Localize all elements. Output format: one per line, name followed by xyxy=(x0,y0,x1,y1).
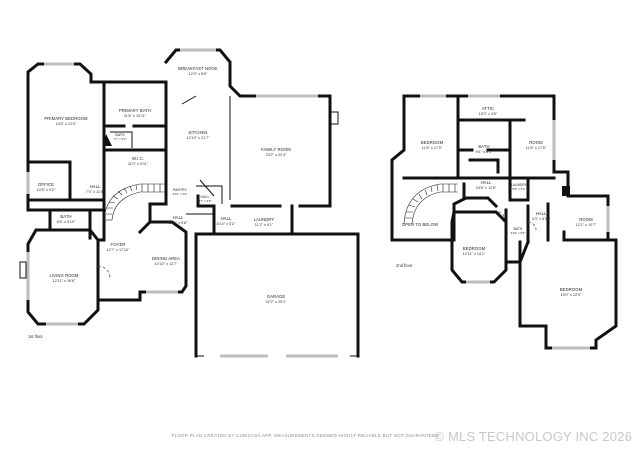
disclaimer: FLOOR PLAN CREATED BY CUBICASA APP. MEAS… xyxy=(172,433,441,438)
room-name: OFFICE xyxy=(38,182,54,187)
room-dims: 12'11" x 14'1" xyxy=(463,252,486,256)
room-dims: 11'8" x 10'11" xyxy=(124,114,147,118)
room-dims: 3'3" x 8'11" xyxy=(532,217,551,221)
room-name: HALL xyxy=(201,195,210,199)
room-name: GARAGE xyxy=(267,294,286,299)
room-name: FOYER xyxy=(111,242,126,247)
room-name: BATH xyxy=(514,227,523,231)
room-name: HALL xyxy=(536,211,547,216)
room-dims: 15'0" x 4'5" xyxy=(479,112,498,116)
room-name: ATTIC xyxy=(482,106,494,111)
room-name: ROOM xyxy=(529,140,543,145)
family-divider xyxy=(229,96,339,200)
bath-fixture xyxy=(104,134,112,146)
fireplace xyxy=(19,261,27,279)
foyer-door-swing xyxy=(97,265,111,279)
wall-bedroom-b xyxy=(450,210,508,284)
room-dims: 5'8" x 5'4" xyxy=(512,187,525,191)
watermark: © MLS TECHNOLOGY INC 2026 xyxy=(434,429,632,444)
room-name: HALL xyxy=(173,215,184,220)
room-name: W.I.C. xyxy=(132,156,144,161)
wall-primary-bedroom xyxy=(26,62,106,212)
room-dims: 12'0" x 8'8" xyxy=(189,72,208,76)
room-name: BATH xyxy=(115,133,125,137)
room-dims: 6'10" x 5'5" xyxy=(511,231,526,235)
floor-label-second: 2nd floor xyxy=(396,263,413,268)
floor-label-first: 1st floor xyxy=(28,334,44,339)
wall-kitchen-family xyxy=(163,48,332,208)
room-dims: 14'6" x 21'0" xyxy=(56,122,77,126)
room-dims: 7'7" x 5'2" xyxy=(113,137,126,141)
chimney xyxy=(562,186,570,196)
room-dims: 12'1" x 10'7" xyxy=(576,223,597,227)
room-labels-second: ATTIC 15'0" x 4'5" BEDROOM 11'6" x 17'0"… xyxy=(396,106,597,297)
room-dims: 10'2" x 5'8" xyxy=(169,221,188,225)
room-name: HALL xyxy=(221,216,232,221)
wall-hall-stairs xyxy=(68,194,168,240)
room-name: OPEN TO BELOW xyxy=(402,222,438,227)
room-dims: 10'10" x 12'7" xyxy=(155,262,179,266)
room-dims: 11'6" x 17'0" xyxy=(422,146,443,150)
stairs-first xyxy=(103,183,166,221)
room-name: FAMILY ROOM xyxy=(261,147,291,152)
room-dims: 8'7" x 6'5" xyxy=(198,199,211,203)
room-name: PANTRY xyxy=(173,188,188,192)
wall-primary-bath xyxy=(102,80,168,198)
room-name: BEDROOM xyxy=(463,246,486,251)
kitchen-island xyxy=(181,95,215,197)
room-name: PRIMARY BEDROOM xyxy=(44,116,88,121)
room-name: LAUNDRY xyxy=(254,217,275,222)
room-dims: 6'10" x 5'2" xyxy=(217,222,236,226)
room-name: DINING AREA xyxy=(152,256,180,261)
first-floor xyxy=(19,48,360,358)
room-dims: 7'0" x 11'5" xyxy=(86,190,105,194)
room-dims: 23'2" x 22'4" xyxy=(266,153,287,157)
wall-foyer-dining xyxy=(96,202,188,302)
second-floor xyxy=(390,94,618,350)
room-dims: 10'5" x 9'2" xyxy=(37,188,56,192)
room-dims: 9'1" x 8'1" xyxy=(476,150,493,154)
wall-room-b xyxy=(546,190,610,242)
room-name: BATH xyxy=(478,144,489,149)
stairs-second xyxy=(403,183,458,225)
wall-upper-rooms xyxy=(456,94,526,180)
room-dims: 12'11" x 18'6" xyxy=(53,279,76,283)
room-dims: 6'6" x 5'10" xyxy=(57,220,76,224)
wic-partition xyxy=(110,131,133,148)
door-swings-upper xyxy=(497,211,537,231)
room-dims: 6'10" x 3'6" xyxy=(173,192,188,196)
room-name: BEDROOM xyxy=(560,287,583,292)
room-name: KITCHEN xyxy=(188,130,207,135)
room-name: BREAKFAST NOOK xyxy=(178,66,218,71)
room-dims: 12'10" x 21'7" xyxy=(187,136,211,140)
room-dims: 12'7" x 17'10" xyxy=(107,248,131,252)
room-dims: 32'2" x 25'1" xyxy=(266,300,287,304)
room-name: BATH xyxy=(60,214,71,219)
room-dims: 24'8" x 11'8" xyxy=(476,186,497,190)
room-name: LIVING ROOM xyxy=(49,273,78,278)
room-dims: 19'0" x 22'0" xyxy=(561,293,582,297)
room-name: LAUNDRY xyxy=(511,183,528,187)
room-name: PRIMARY BATH xyxy=(119,108,151,113)
room-labels-first: PRIMARY BEDROOM 14'6" x 21'0" PRIMARY BA… xyxy=(28,66,291,339)
room-name: BEDROOM xyxy=(421,140,444,145)
room-name: HALL xyxy=(481,180,492,185)
room-name: ROOM xyxy=(579,217,593,222)
room-dims: 11'2" x 6'1" xyxy=(255,223,274,227)
room-dims: 11'6" x 17'6" xyxy=(526,146,547,150)
wall-bath-small xyxy=(102,126,126,152)
room-dims: 11'0" x 9'11" xyxy=(128,162,149,166)
wall-garage xyxy=(194,232,360,358)
room-name: HALL xyxy=(90,184,101,189)
